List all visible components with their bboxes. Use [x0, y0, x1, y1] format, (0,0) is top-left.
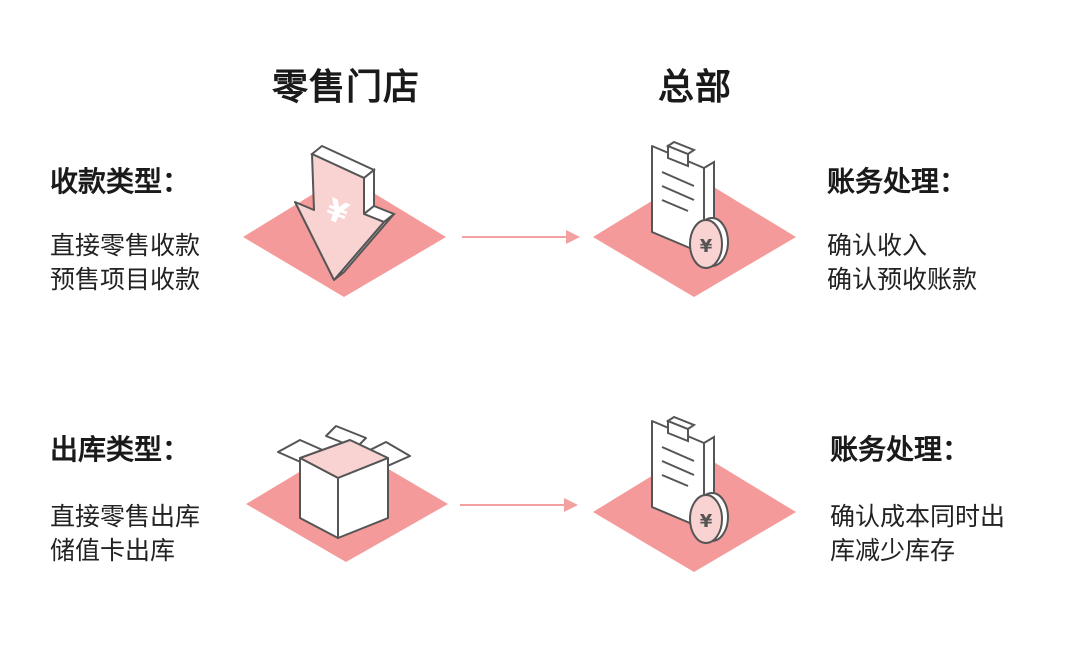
accounting-list: 确认成本同时出 库减少库存 — [830, 500, 1005, 568]
header-headquarters: 总部 — [658, 67, 733, 108]
yuan-symbol: ¥ — [700, 236, 713, 257]
yuan-down-arrow-icon: ¥ — [243, 144, 446, 297]
open-box-icon — [246, 425, 448, 562]
accounting-item: 确认成本同时出 — [830, 502, 1006, 531]
outbound-type-list: 直接零售出库 储值卡出库 — [50, 500, 200, 568]
payment-type-list: 直接零售收款 预售项目收款 — [50, 229, 200, 297]
yuan-symbol: ¥ — [700, 511, 713, 532]
payment-type-label: 收款类型： — [50, 165, 191, 198]
payment-type-item: 预售项目收款 — [50, 265, 201, 294]
outbound-type-item: 储值卡出库 — [50, 536, 176, 565]
flow-arrow-right — [462, 230, 580, 244]
header-retail-store: 零售门店 — [272, 67, 421, 108]
accounting-item: 确认预收账款 — [827, 265, 978, 294]
outbound-type-label: 出库类型： — [50, 433, 191, 466]
accounting-item: 库减少库存 — [830, 536, 956, 565]
clipboard-yuan-coin-icon: ¥ — [593, 415, 796, 572]
flow-arrow-right — [460, 498, 578, 512]
accounting-item: 确认收入 — [827, 231, 928, 260]
accounting-label: 账务处理： — [830, 433, 971, 466]
clipboard-yuan-coin-icon: ¥ — [593, 140, 796, 297]
outbound-type-item: 直接零售出库 — [50, 502, 201, 531]
payment-type-item: 直接零售收款 — [50, 231, 201, 260]
accounting-label: 账务处理： — [827, 165, 968, 198]
accounting-list: 确认收入 确认预收账款 — [827, 229, 977, 297]
